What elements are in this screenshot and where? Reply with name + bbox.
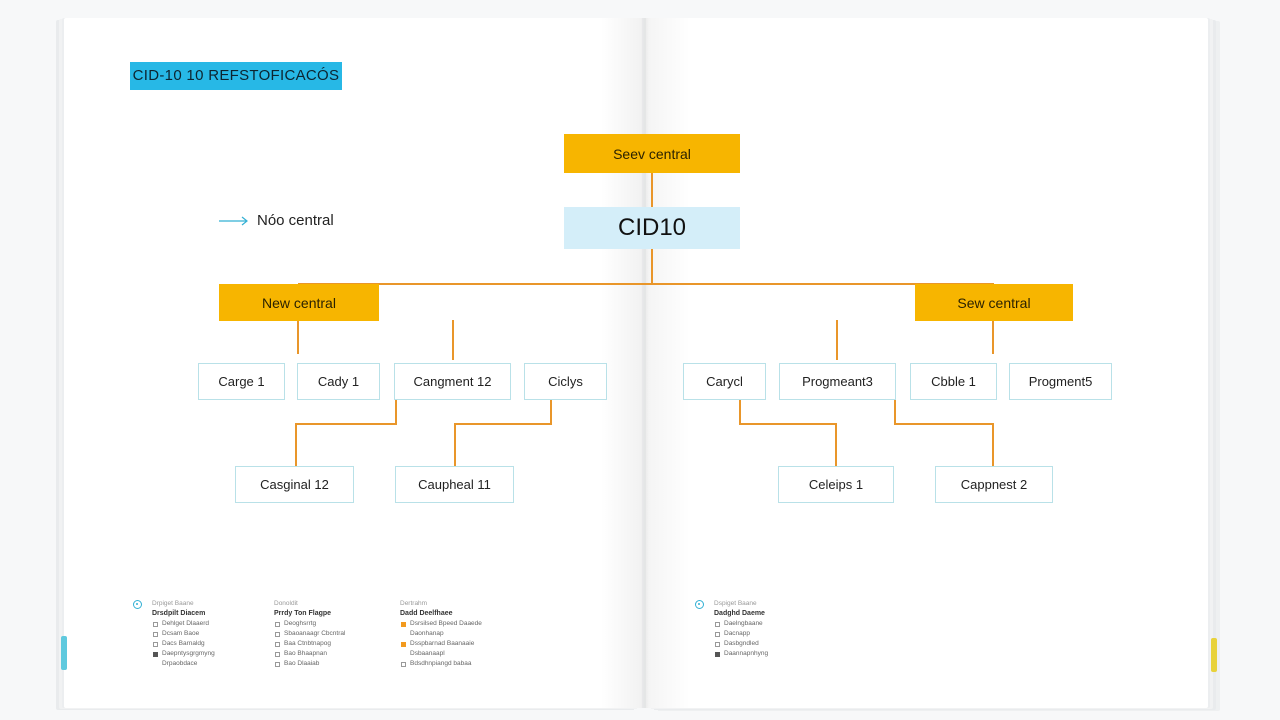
footer-column: Dertrahm Dadd Deelfhaee Dsrsilsed Bpeed … [400,599,520,669]
right-child-node: Carycl [683,363,766,400]
footer-column: Donoldit Prrdy Ton Flagpe Deoghsrrtg Sba… [274,599,374,669]
right-child-node: Progment5 [1009,363,1112,400]
left-child-node: Carge 1 [198,363,285,400]
right-child-node: Cbble 1 [910,363,997,400]
right-edge-tab [1211,638,1217,672]
info-icon [695,600,704,609]
left-edge-tab [61,636,67,670]
connector-ciclys-caupheal [454,400,552,466]
footer-column: Dspiget Baane Dadghd Daeme Daelngbaane D… [714,599,814,659]
connector-progmeant-cappnest [894,400,994,466]
root-node: CID10 [564,207,740,249]
right-grandchild-node: Celeips 1 [778,466,894,503]
left-child-node: Ciclys [524,363,607,400]
left-grandchild-node: Casginal 12 [235,466,354,503]
top-node: Seev central [564,134,740,173]
title-tag: CID-10 10 REFSTOFICACÓS [130,62,342,90]
connector-carycl-celeips [739,400,837,466]
left-grandchild-node: Caupheal 11 [395,466,514,503]
arrow-right-icon [219,216,248,226]
legend-label: Nóo central [257,212,334,229]
right-child-node: Progmeant3 [779,363,896,400]
info-icon [133,600,142,609]
left-branch-node: New central [219,284,379,321]
connector-cangment-casginal [295,400,397,466]
right-branch-node: Sew central [915,284,1073,321]
left-child-node: Cangment 12 [394,363,511,400]
right-grandchild-node: Cappnest 2 [935,466,1053,503]
footer-column: Drpiget Baane Drsdpilt Diacem Dehlget Dl… [152,599,252,669]
left-child-node: Cady 1 [297,363,380,400]
